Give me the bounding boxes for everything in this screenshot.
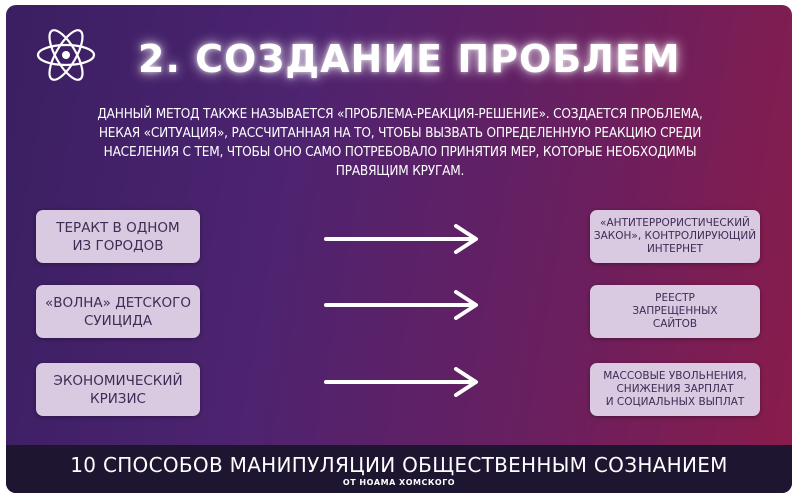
problem-line: ЭКОНОМИЧЕСКИЙ <box>53 372 183 389</box>
description-line: НАСЕЛЕНИЯ С ТЕМ, ЧТОБЫ ОНО САМО ПОТРЕБОВ… <box>103 144 697 160</box>
solution-line: ЗАПРЕЩЕННЫХ <box>632 305 718 317</box>
problem-box-terror: ТЕРАКТ В ОДНОМ ИЗ ГОРОДОВ <box>36 210 200 263</box>
problem-line: ИЗ ГОРОДОВ <box>72 237 164 254</box>
problem-box-crisis: ЭКОНОМИЧЕСКИЙ КРИЗИС <box>36 363 200 416</box>
solution-line: СНИЖЕНИЯ ЗАРПЛАТ <box>616 383 734 395</box>
problem-line: «ВОЛНА» ДЕТСКОГО <box>44 294 192 311</box>
footer-subtitle: ОТ НОАМА ХОМСКОГО <box>342 478 456 487</box>
description-line: НЕКАЯ «СИТУАЦИЯ», РАССЧИТАННАЯ НА ТО, ЧТ… <box>98 125 702 141</box>
solution-box-layoffs: МАССОВЫЕ УВОЛЬНЕНИЯ, СНИЖЕНИЯ ЗАРПЛАТ И … <box>590 363 760 416</box>
solution-line: САЙТОВ <box>652 318 698 330</box>
problem-line: ТЕРАКТ В ОДНОМ <box>56 219 180 236</box>
description-line: ПРАВЯЩИМ КРУГАМ. <box>335 163 465 179</box>
footer-title: 10 СПОСОБОВ МАНИПУЛЯЦИИ ОБЩЕСТВЕННЫМ СОЗ… <box>70 453 728 477</box>
description-line: ДАННЫЙ МЕТОД ТАКЖЕ НАЗЫВАЕТСЯ «ПРОБЛЕМА-… <box>97 106 703 122</box>
problem-line: СУИЦИДА <box>83 312 153 329</box>
footer-bar <box>6 445 792 493</box>
problem-line: КРИЗИС <box>89 390 146 407</box>
solution-line: РЕЕСТР <box>655 292 695 304</box>
solution-line: ЗАКОН», КОНТРОЛИРУЮЩИЙ <box>593 230 757 242</box>
solution-line: МАССОВЫЕ УВОЛЬНЕНИЯ, <box>603 370 747 382</box>
atom-icon <box>36 29 96 81</box>
solution-box-law: «АНТИТЕРРОРИСТИЧЕСКИЙ ЗАКОН», КОНТРОЛИРУ… <box>590 210 760 263</box>
arrow-right-icon <box>324 367 478 397</box>
arrow-right-icon <box>324 290 478 320</box>
solution-box-registry: РЕЕСТР ЗАПРЕЩЕННЫХ САЙТОВ <box>590 285 760 338</box>
solution-line: «АНТИТЕРРОРИСТИЧЕСКИЙ <box>600 217 750 229</box>
description-text: ДАННЫЙ МЕТОД ТАКЖЕ НАЗЫВАЕТСЯ «ПРОБЛЕМА-… <box>28 105 772 181</box>
solution-line: ИНТЕРНЕТ <box>646 243 704 255</box>
page-title: 2. СОЗДАНИЕ ПРОБЛЕМ <box>138 37 681 81</box>
problem-box-suicide: «ВОЛНА» ДЕТСКОГО СУИЦИДА <box>36 285 200 338</box>
arrow-right-icon <box>324 224 478 254</box>
solution-line: И СОЦИАЛЬНЫХ ВЫПЛАТ <box>605 396 745 408</box>
infographic-card: 2. СОЗДАНИЕ ПРОБЛЕМ ДАННЫЙ МЕТОД ТАКЖЕ Н… <box>6 5 792 493</box>
